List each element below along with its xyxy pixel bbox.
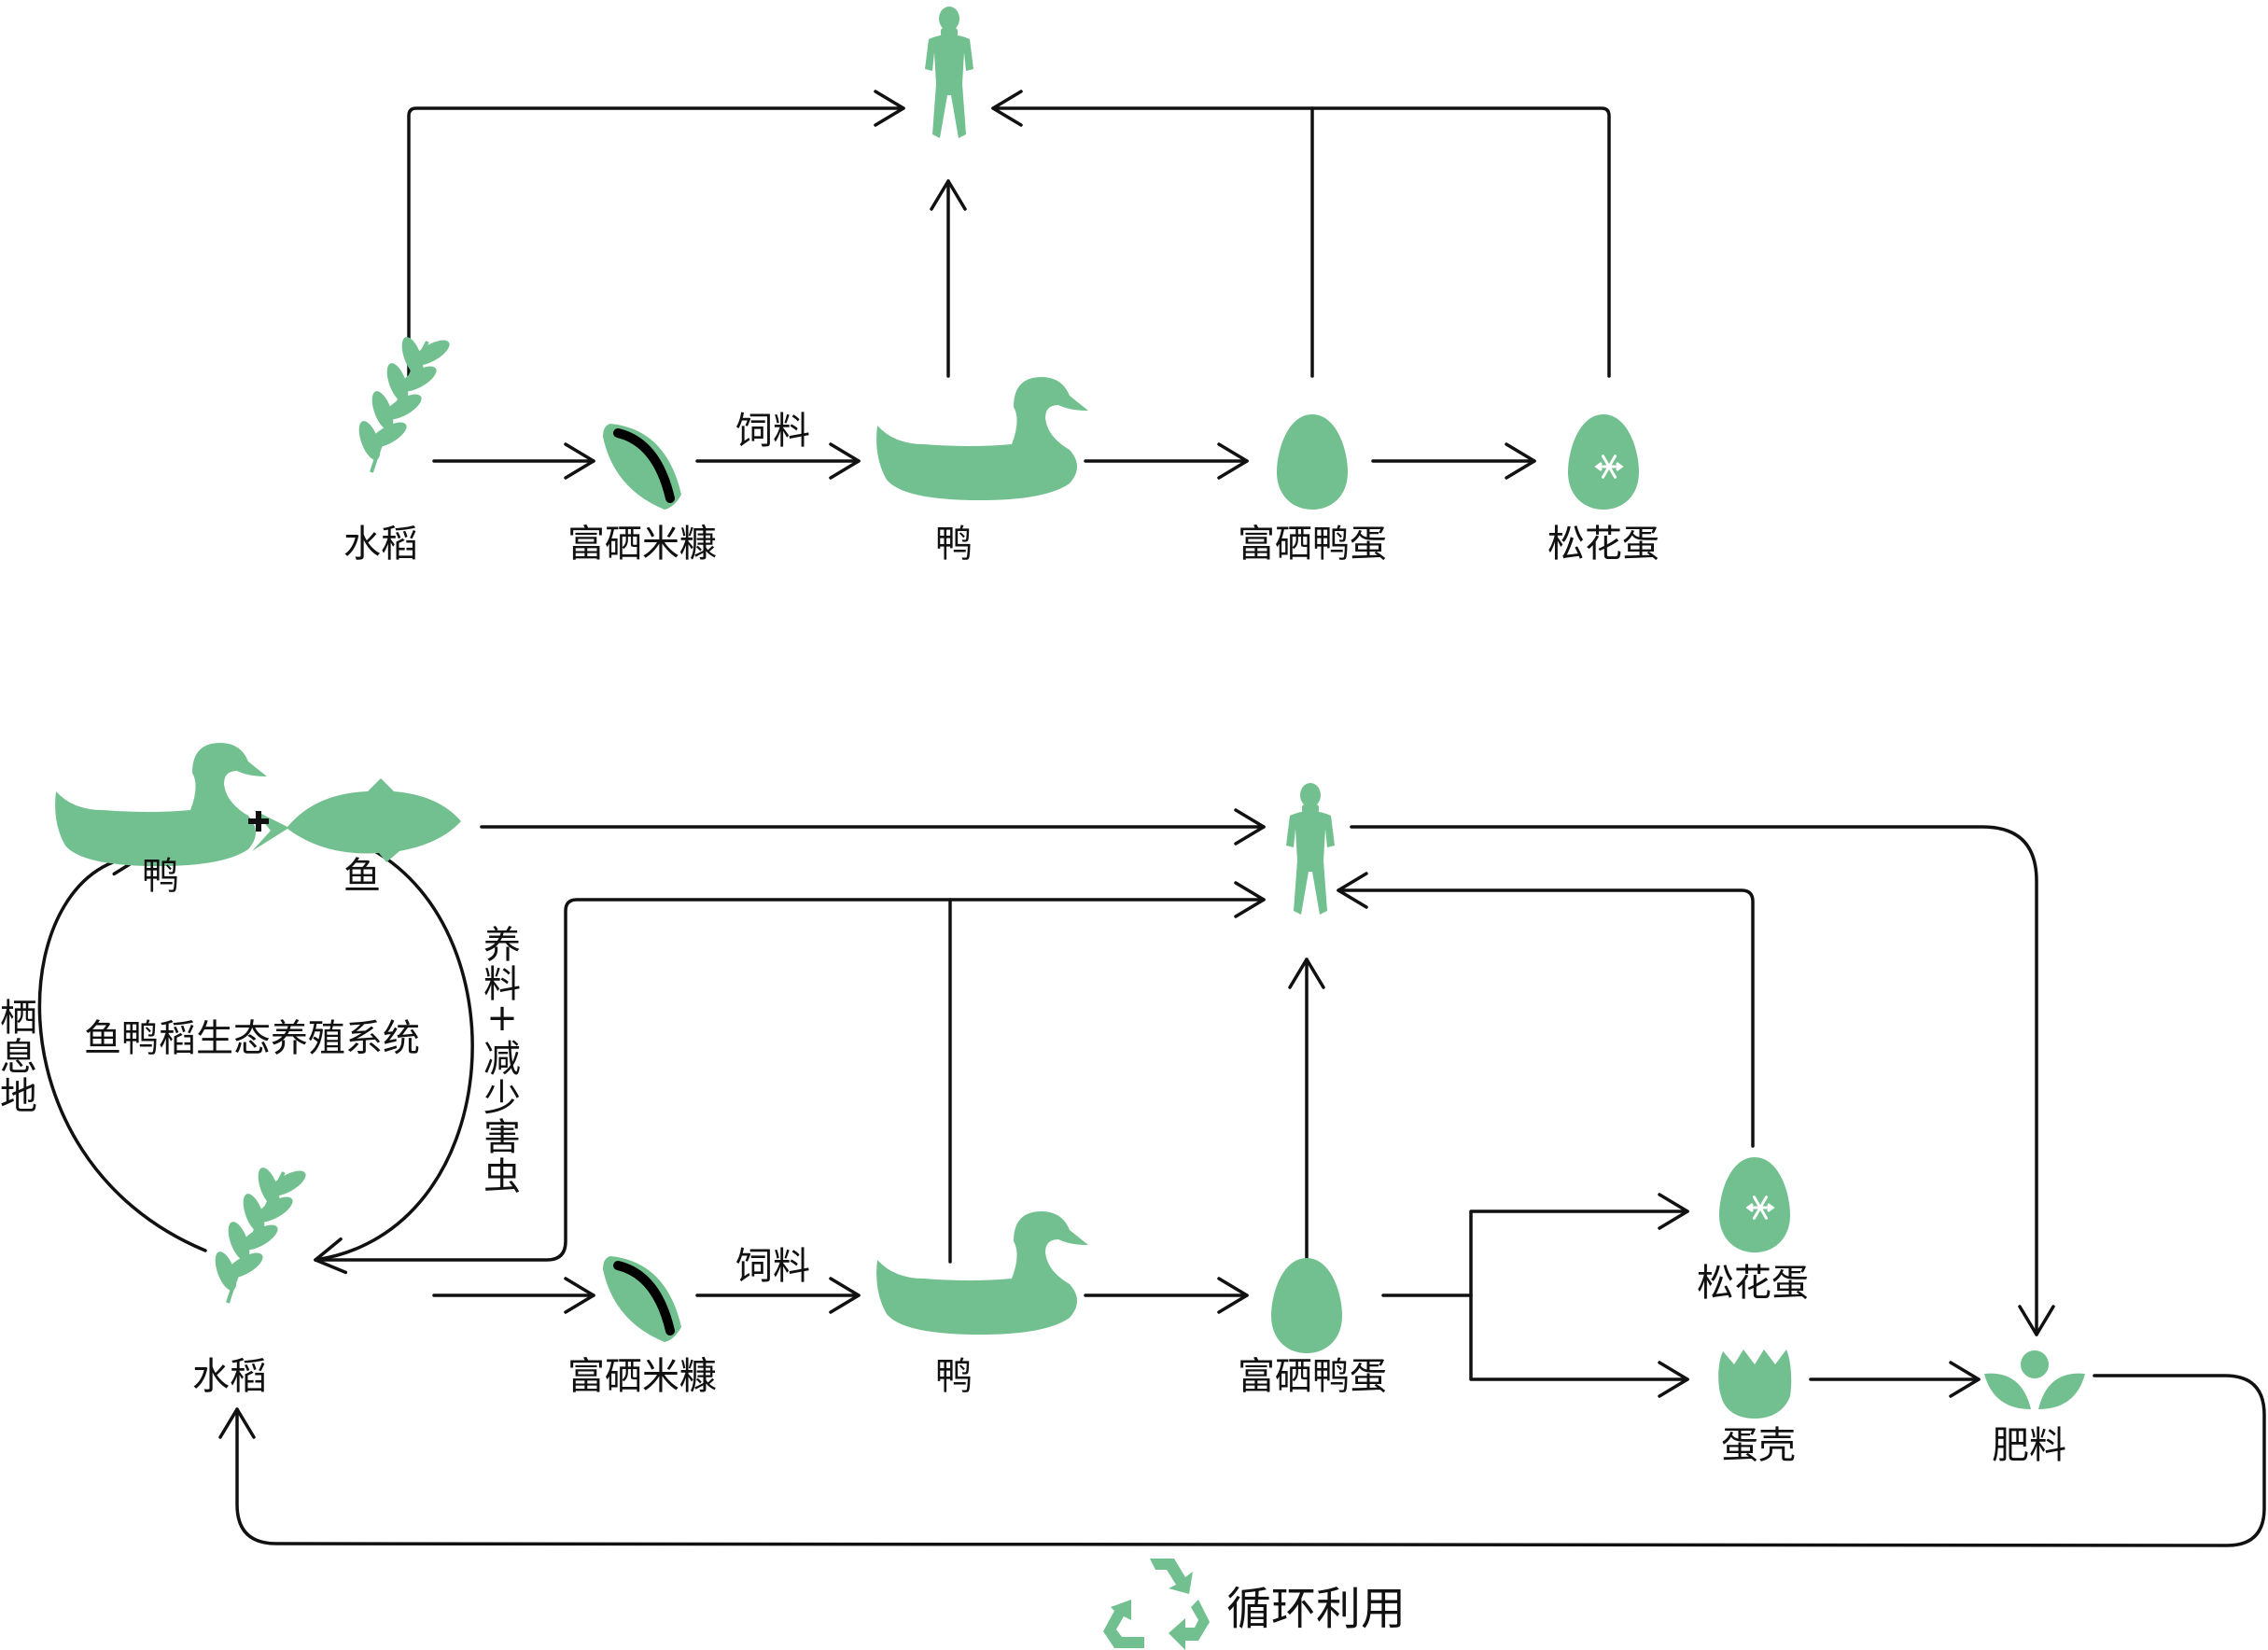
label-feed-pest-char: + [486, 997, 518, 1040]
label-eggshell: 蛋壳 [1721, 1424, 1796, 1467]
person-icon [925, 7, 973, 138]
rice-plant-icon [353, 332, 455, 474]
snowflake-egg-icon [1568, 414, 1639, 510]
rice-plant-icon [209, 1163, 312, 1305]
egg-icon [1271, 1258, 1342, 1353]
recycle-icon [1103, 1559, 1210, 1650]
edge-pegg-to-person [1337, 872, 1755, 1148]
label-habitat-char: 地 [0, 1075, 37, 1118]
label-feed-pest-char: 少 [483, 1077, 521, 1120]
broken-eggshell-icon [1718, 1349, 1792, 1419]
label-system: 鱼鸭稻生态养殖系统 [84, 1017, 420, 1060]
label-rice: 水稻 [343, 523, 418, 566]
label-feed: 饲料 [735, 410, 810, 453]
label-rice: 水稻 [192, 1355, 267, 1398]
duck-icon [876, 377, 1088, 500]
rice-bran-seed-icon [603, 424, 681, 510]
label-preserved-egg: 松花蛋 [1547, 523, 1659, 566]
edge-rice-to-person [314, 881, 1266, 1262]
label-feed-pest-char: 害 [483, 1116, 521, 1159]
cycle-arc-left [37, 838, 207, 1252]
label-selenium-egg: 富硒鸭蛋 [1238, 1355, 1387, 1398]
label-duck-cycle: 鸭 [142, 855, 179, 898]
egg-icon [1277, 414, 1348, 510]
label-recycle: 循环利用 [1226, 1583, 1406, 1635]
edge-fertilizer-recycle-to-rice [218, 1374, 2266, 1547]
edge-rice-to-person [407, 90, 905, 378]
edge-person-to-fertilizer [1350, 825, 2055, 1336]
plus-icon [248, 811, 269, 832]
label-selenium-egg: 富硒鸭蛋 [1238, 523, 1387, 566]
cycle-arc-right [314, 847, 474, 1275]
label-feed-pest-char: 养 [483, 924, 521, 967]
label-fish: 鱼 [343, 855, 381, 898]
label-habitat: 栖 息 地 [0, 997, 37, 1118]
rice-bran-seed-icon [603, 1256, 681, 1342]
person-icon [1286, 783, 1335, 915]
edge-split-to-pegg [1469, 1193, 1689, 1297]
label-bran: 富硒米糠 [567, 1355, 717, 1398]
label-habitat-char: 息 [0, 1036, 37, 1079]
bottom-edges [37, 808, 2266, 1547]
top-edges [407, 90, 1611, 480]
fish-icon [252, 778, 461, 862]
duck-icon [876, 1211, 1088, 1335]
label-feed-pest-char: 减 [483, 1038, 521, 1081]
label-feed-pest: 养 料 + 减 少 害 虫 [483, 924, 521, 1198]
label-habitat-char: 栖 [0, 997, 37, 1040]
sprout-fertilizer-icon [1984, 1350, 2085, 1409]
label-preserved-egg: 松花蛋 [1697, 1262, 1809, 1305]
label-bran: 富硒米糠 [567, 523, 717, 566]
label-feed-pest-char: 虫 [483, 1155, 521, 1198]
snowflake-egg-icon [1719, 1157, 1790, 1252]
label-duck: 鸭 [935, 523, 973, 566]
label-duck: 鸭 [935, 1355, 973, 1398]
duck-icon [55, 743, 267, 866]
edge-pegg-to-person [991, 90, 1611, 378]
label-feed-pest-char: 料 [483, 963, 521, 1006]
label-fertilizer: 肥料 [1992, 1424, 2066, 1467]
label-feed: 饲料 [735, 1245, 810, 1288]
edge-split-to-shell [1469, 1293, 1689, 1398]
